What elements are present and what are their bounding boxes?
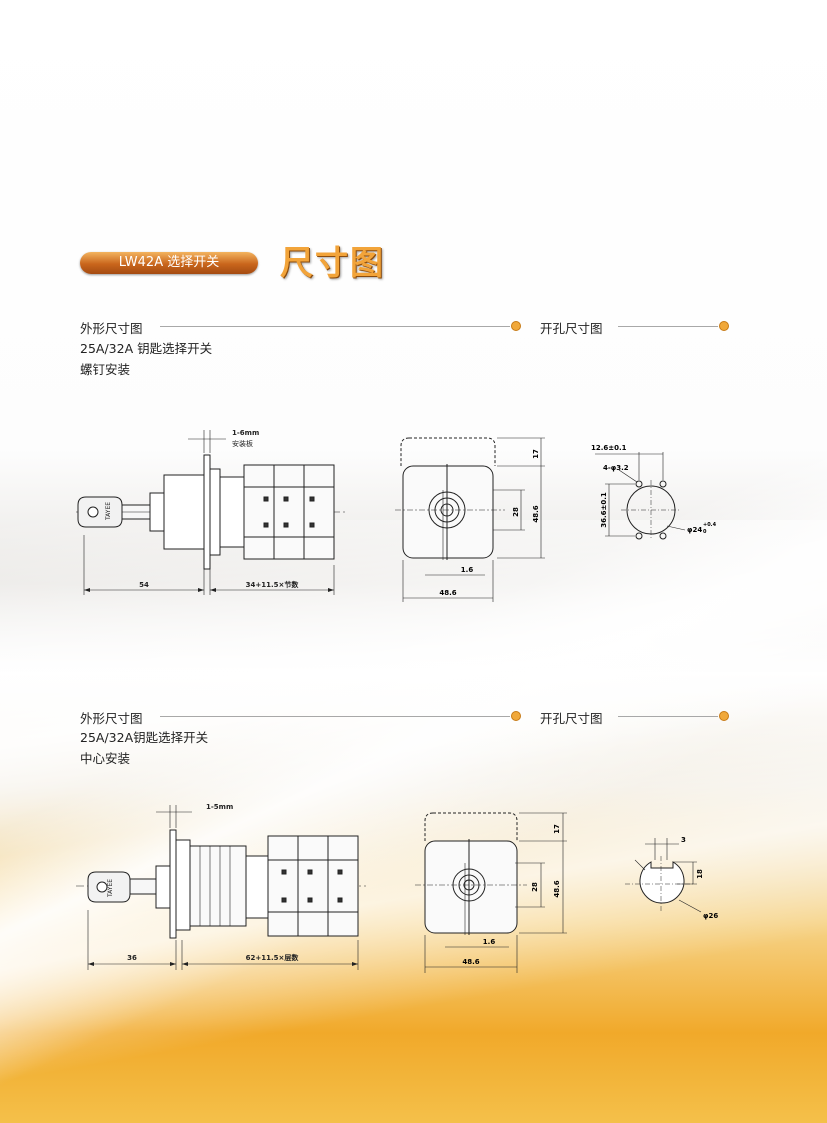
outline-heading-1: 外形尺寸图 — [80, 321, 143, 336]
cutout-heading-2: 开孔尺寸图 — [540, 711, 603, 726]
section-bullet-icon — [719, 711, 729, 721]
panel-thickness-label: 1-6mm — [232, 429, 259, 437]
cutout-spacing-label: 12.6±0.1 — [591, 444, 627, 452]
dimension-left: 36 — [127, 954, 137, 962]
section-divider — [618, 716, 718, 717]
cutout-diameter-label: φ26 — [703, 912, 718, 920]
brand-logo-text: TAYEE — [105, 502, 112, 521]
dimension-top: 17 — [532, 449, 540, 459]
front-view-drawing-1: 17 28 48.6 1.6 48.6 — [395, 437, 545, 602]
dimension-right: 62+11.5×层数 — [246, 953, 300, 962]
dimension-outer-height: 48.6 — [532, 505, 540, 522]
product-line-1: 25A/32A 钥匙选择开关 — [80, 341, 213, 356]
dimension-left: 54 — [139, 581, 149, 589]
cutout-drawing-1: 12.6±0.1 4-φ3.2 36.6±0.1 φ24 +0.4 0 — [591, 444, 717, 540]
dimension-inner-height: 28 — [531, 882, 539, 892]
mount-type-1: 螺钉安装 — [80, 362, 131, 377]
cutout-key-label: 3 — [681, 836, 686, 844]
dimension-top: 17 — [553, 824, 561, 834]
series-label-badge: LW42A 选择开关 — [80, 252, 258, 274]
cutout-flat-label: 18 — [696, 869, 704, 879]
cutout-tolerance-lower: 0 — [703, 529, 707, 535]
section-bullet-icon — [511, 711, 521, 721]
cutout-vertical-label: 36.6±0.1 — [600, 492, 608, 528]
background-sheen — [0, 520, 827, 1123]
dimension-width: 48.6 — [439, 589, 456, 597]
product-line-2: 25A/32A钥匙选择开关 — [80, 730, 209, 745]
cutout-heading-1: 开孔尺寸图 — [540, 321, 603, 336]
section-divider — [160, 716, 510, 717]
brand-logo-text: TAYEE — [107, 879, 114, 898]
page-title: 尺寸图 — [280, 243, 385, 282]
section-bullet-icon — [719, 321, 729, 331]
side-view-drawing-2: TAYEE 1-5mm 36 62+11.5×层数 — [76, 803, 366, 970]
dimension-outer-height: 48.6 — [553, 880, 561, 897]
cutout-tolerance-upper: +0.4 — [703, 522, 717, 528]
panel-name-label: 安装板 — [232, 439, 253, 448]
dimension-right: 34+11.5×节数 — [246, 580, 300, 589]
section-divider — [618, 326, 718, 327]
side-view-drawing-1: TAYEE 1-6mm 安装板 54 34+11.5×节数 — [76, 429, 346, 595]
dimension-inner-height: 28 — [512, 507, 520, 517]
outline-heading-2: 外形尺寸图 — [80, 711, 143, 726]
cutout-diameter-label: φ24 — [687, 526, 702, 534]
cutout-drawing-2: 3 18 φ26 — [625, 836, 718, 920]
dimension-offset: 1.6 — [461, 566, 474, 574]
panel-thickness-label: 1-5mm — [206, 803, 233, 811]
section-divider — [160, 326, 510, 327]
mount-type-2: 中心安装 — [80, 751, 131, 766]
dimension-width: 48.6 — [462, 958, 479, 966]
cutout-holes-label: 4-φ3.2 — [603, 464, 629, 472]
dimension-offset: 1.6 — [483, 938, 496, 946]
front-view-drawing-2: 17 28 48.6 1.6 48.6 — [415, 812, 567, 973]
section-bullet-icon — [511, 321, 521, 331]
